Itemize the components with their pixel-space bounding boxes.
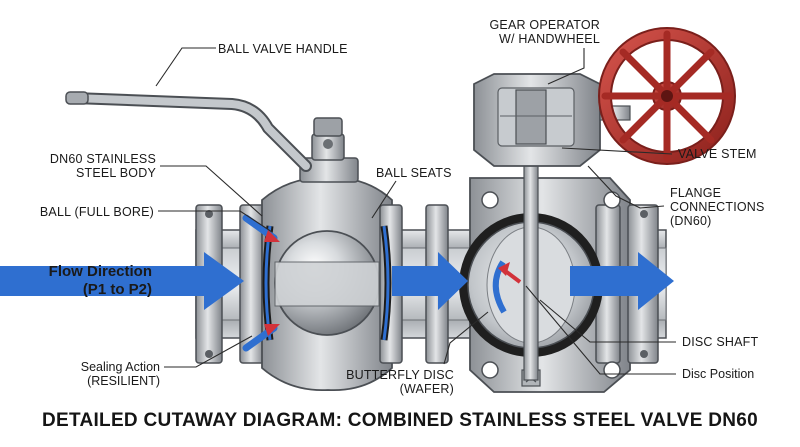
label-ball: BALL (FULL BORE) [39, 205, 154, 219]
label-gear-line1: GEAR OPERATOR [489, 18, 600, 32]
sealing-action-arrows [242, 214, 280, 352]
label-flow-line2: (P1 to P2) [82, 281, 152, 298]
handwheel-icon [598, 27, 736, 165]
label-disc-position: Disc Position [682, 367, 755, 381]
label-butterfly-line2: (WAFER) [399, 382, 454, 396]
label-flow-line1: Flow Direction [48, 263, 152, 280]
label-ball-valve-handle: BALL VALVE HANDLE [218, 42, 348, 56]
label-gear-line2: W/ HANDWHEEL [498, 32, 600, 46]
ball-valve-handle-bar [65, 91, 312, 172]
label-body-line2: STEEL BODY [75, 166, 156, 180]
label-sealing-line2: (RESILIENT) [87, 374, 160, 388]
label-butterfly-disc: BUTTERFLY DISC (WAFER) [338, 368, 454, 396]
label-flange-line1: FLANGE [670, 186, 722, 200]
label-body: DN60 STAINLESS STEEL BODY [40, 152, 156, 180]
label-ball-seats: BALL SEATS [376, 166, 452, 180]
label-butterfly-line1: BUTTERFLY DISC [346, 368, 454, 382]
label-sealing-line1: Sealing Action [80, 360, 160, 374]
label-flow-direction: Flow Direction (P1 to P2) [20, 263, 152, 299]
label-body-line1: DN60 STAINLESS [49, 152, 156, 166]
label-disc-shaft: DISC SHAFT [682, 335, 759, 349]
label-flange-connections: FLANGE CONNECTIONS (DN60) [670, 186, 765, 228]
flow-arrows [0, 252, 674, 310]
diagram-title: DETAILED CUTAWAY DIAGRAM: COMBINED STAIN… [41, 410, 759, 431]
label-sealing-action: Sealing Action (RESILIENT) [30, 360, 160, 388]
label-flange-line3: (DN60) [670, 214, 712, 228]
ball-full-bore [274, 230, 380, 336]
label-gear-operator: GEAR OPERATOR W/ HANDWHEEL [486, 18, 600, 46]
label-valve-stem: VALVE STEM [678, 147, 757, 161]
label-flange-line2: CONNECTIONS [670, 200, 765, 214]
leader-lines [155, 47, 676, 375]
